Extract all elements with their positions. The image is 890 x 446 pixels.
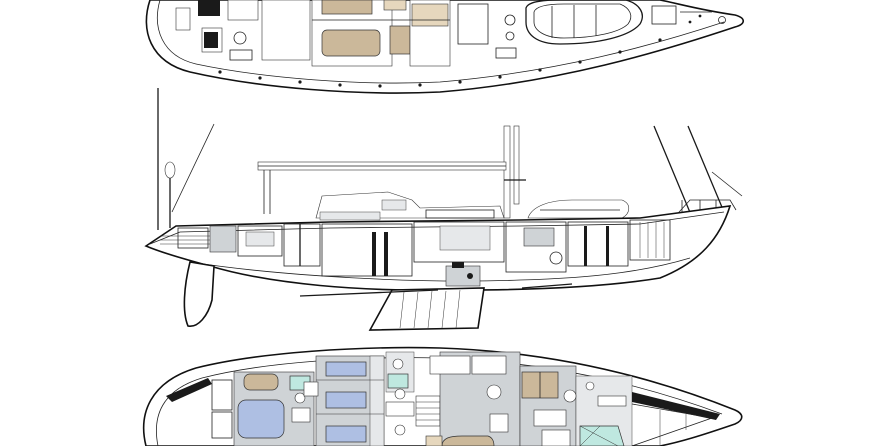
deck-plan-view [145,0,745,94]
saloon [425,351,521,446]
mast [503,125,526,219]
waterline [189,257,691,282]
forward-cabin [563,375,633,446]
forestay-inner [687,125,725,213]
helm-stations [175,0,259,61]
forestay-outer [653,125,695,223]
deck-hardware [457,3,517,59]
deckhouse [315,191,505,221]
sheer-line [149,211,725,245]
bow-thruster-tunnel [521,283,573,289]
dinghy-foredeck [525,0,643,45]
stanchion-dots [218,14,702,88]
keel-hatching [399,289,461,329]
guest-cabins [303,355,385,446]
cockpit-seating [261,0,451,67]
engine [445,262,481,287]
deck-plan-toerail [157,0,725,84]
bowsprit-stay [711,171,743,197]
galley [519,365,577,446]
keel [368,287,485,331]
prop-shaft [299,289,439,297]
forward-hatches [651,5,726,25]
profile-dinghy [527,199,630,219]
boom [257,161,507,214]
stern-stay [171,123,215,213]
companionway-stairs [415,395,441,427]
aft-master-cabin [233,371,315,446]
rudder [183,261,215,327]
stern-pole-with-radar [164,161,176,228]
fore-peak [631,392,720,446]
stern-lazarette [166,378,233,439]
accommodation-plan-view [142,346,743,446]
profile-view [144,88,743,331]
profile-interior [160,219,671,277]
midship-heads [385,351,415,436]
